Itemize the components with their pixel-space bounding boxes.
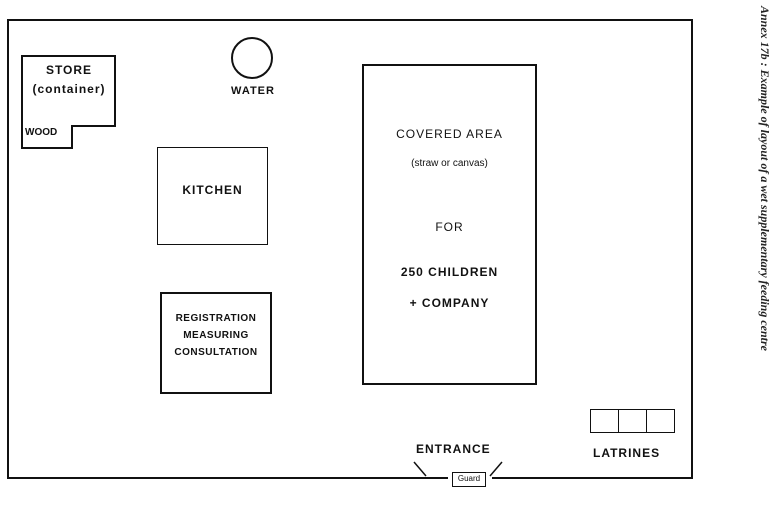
kitchen-label: KITCHEN xyxy=(182,183,243,197)
gate-left-line xyxy=(413,461,427,477)
wood-label: WOOD xyxy=(25,127,58,138)
covered-area-title: COVERED AREA xyxy=(396,127,503,141)
compound-boundary xyxy=(7,19,693,479)
water-tank-icon xyxy=(231,37,273,79)
guard-box: Guard xyxy=(452,472,486,487)
entrance-label: ENTRANCE xyxy=(416,442,491,456)
latrines-label: LATRINES xyxy=(593,446,661,460)
registration-box: REGISTRATION MEASURING CONSULTATION xyxy=(160,292,272,394)
covered-area-material: (straw or canvas) xyxy=(411,158,488,169)
latrine-cell xyxy=(590,409,619,433)
measuring-label: MEASURING xyxy=(183,330,249,341)
store-subtitle: (container) xyxy=(32,82,106,96)
latrine-cell xyxy=(619,409,647,433)
covered-area-company: + COMPANY xyxy=(409,296,490,310)
latrine-cell xyxy=(647,409,675,433)
covered-area-capacity: 250 CHILDREN xyxy=(400,265,499,279)
annex-caption: Annex 17b : Example of layout of a wet s… xyxy=(758,6,772,351)
store-title: STORE xyxy=(45,63,93,77)
latrines-block xyxy=(590,409,675,433)
registration-label: REGISTRATION xyxy=(175,313,257,324)
gate-right-line xyxy=(489,461,503,477)
water-label: WATER xyxy=(231,85,275,97)
consultation-label: CONSULTATION xyxy=(174,347,258,358)
covered-area-for: FOR xyxy=(435,220,464,234)
kitchen-box: KITCHEN xyxy=(157,147,268,245)
store-shape xyxy=(21,55,116,149)
covered-area-box: COVERED AREA (straw or canvas) FOR 250 C… xyxy=(362,64,537,385)
guard-label: Guard xyxy=(457,474,481,483)
